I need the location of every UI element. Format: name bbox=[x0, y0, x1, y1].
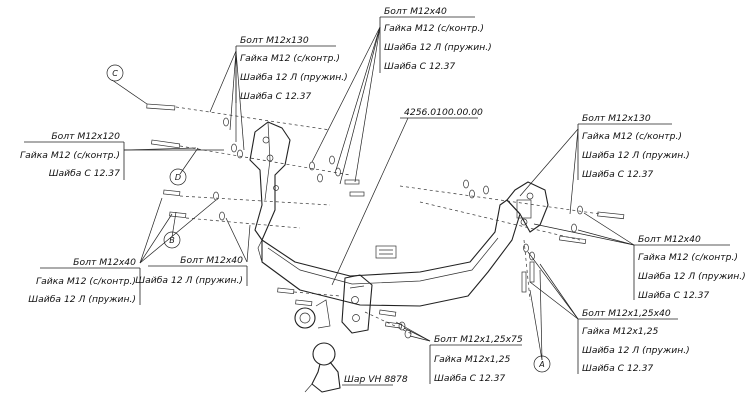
callout-line: Шайба С 12.37 bbox=[638, 290, 709, 301]
callout-line: Шайба 12 Л (пружин.) bbox=[582, 345, 690, 356]
callout-line: Гайка М12 (с/контр.) bbox=[582, 131, 682, 142]
callout-line: Болт М12х1,25х40 bbox=[582, 308, 671, 319]
callout-right-middle: Болт М12х40 Гайка М12 (с/контр.) Шайба 1… bbox=[633, 234, 746, 301]
svg-text:D: D bbox=[175, 173, 181, 182]
callout-line: Шайба 12 Л (пружин.) bbox=[240, 72, 348, 83]
callout-left-lower: Болт М12х40 Гайка М12 (с/контр.) Шайба 1… bbox=[28, 257, 141, 305]
assembly-axis-lines bbox=[175, 106, 601, 335]
callout-line: Шайба С 12.37 bbox=[582, 363, 653, 374]
callout-line: Шайба 12 Л (пружин.) bbox=[384, 42, 492, 53]
callout-line: Шайба С 12.37 bbox=[240, 91, 311, 102]
callout-line: Шайба С 12.37 bbox=[384, 61, 455, 72]
callout-line: Шайба 12 Л (пружин.) bbox=[135, 275, 243, 286]
bolts bbox=[146, 103, 625, 329]
marking-plate bbox=[375, 245, 397, 259]
callout-right-lower: Болт М12х1,25х40 Гайка М12х1,25 Шайба 12… bbox=[577, 308, 690, 374]
callout-line: Гайка М12 (с/контр.) bbox=[240, 53, 340, 64]
svg-text:C: C bbox=[112, 69, 118, 78]
callout-ball: Шар VH 8878 bbox=[342, 374, 408, 386]
callout-line: Болт М12х130 bbox=[582, 113, 651, 124]
callout-line: Болт М12х40 bbox=[73, 257, 136, 268]
detail-markers: C D B A bbox=[106, 64, 551, 373]
detail-marker-d: D bbox=[169, 168, 187, 186]
callout-line: Болт М12х40 bbox=[180, 255, 243, 266]
part-number: 4256.0100.00.00 bbox=[404, 107, 483, 118]
callout-line: Гайка М12 (с/контр.) bbox=[36, 276, 136, 287]
svg-text:B: B bbox=[169, 236, 175, 245]
callout-line: Гайка М12х1,25 bbox=[582, 326, 658, 337]
washers-and-nuts bbox=[213, 117, 583, 339]
tow-ball bbox=[304, 342, 341, 393]
callout-middle-left: Болт М12х40 Шайба 12 Л (пружин.) bbox=[135, 255, 248, 286]
detail-marker-b: B bbox=[163, 231, 181, 249]
callout-part-number: 4256.0100.00.00 bbox=[400, 107, 483, 119]
svg-text:A: A bbox=[538, 360, 544, 369]
callout-line: Шайба С 12.37 bbox=[582, 169, 653, 180]
detail-marker-a: A bbox=[533, 355, 551, 373]
ball-mount-plate bbox=[341, 274, 373, 334]
callout-line: Шайба С 12.37 bbox=[49, 168, 120, 179]
callout-line: Гайка М12 (с/контр.) bbox=[384, 23, 484, 34]
callout-line: Болт М12х40 bbox=[384, 6, 447, 17]
callout-line: Шайба С 12.37 bbox=[434, 373, 505, 384]
callout-left-upper: Болт М12х120 Гайка М12 (с/контр.) Шайба … bbox=[20, 131, 125, 180]
callout-right-upper: Болт М12х130 Гайка М12 (с/контр.) Шайба … bbox=[577, 113, 690, 180]
right-mounting-bracket bbox=[506, 181, 549, 233]
callout-bottom-center: Болт М12х1,25х75 Гайка М12х1,25 Шайба С … bbox=[429, 334, 523, 384]
tow-bar-crossbar bbox=[257, 199, 521, 307]
callout-top-center: Болт М12х40 Гайка М12 (с/контр.) Шайба 1… bbox=[379, 6, 492, 73]
callout-line: Гайка М12 (с/контр.) bbox=[20, 150, 120, 161]
callout-line: Болт М12х130 bbox=[240, 35, 309, 46]
callout-line: Болт М12х120 bbox=[51, 131, 120, 142]
electrical-socket bbox=[294, 299, 331, 329]
callout-line: Гайка М12х1,25 bbox=[434, 354, 510, 365]
callout-line: Болт М12х40 bbox=[638, 234, 701, 245]
callout-line: Шайба 12 Л (пружин.) bbox=[28, 294, 136, 305]
callout-line: Шайба 12 Л (пружин.) bbox=[638, 271, 746, 282]
leader-lines bbox=[111, 26, 635, 361]
callout-top-left: Болт М12х130 Гайка М12 (с/контр.) Шайба … bbox=[235, 35, 348, 103]
callout-line: Болт М12х1,25х75 bbox=[434, 334, 523, 345]
ball-label: Шар VH 8878 bbox=[344, 374, 408, 385]
callout-line: Гайка М12 (с/контр.) bbox=[638, 252, 738, 263]
detail-marker-c: C bbox=[106, 64, 124, 82]
left-mounting-bracket bbox=[249, 121, 291, 241]
callout-line: Шайба 12 Л (пружин.) bbox=[582, 150, 690, 161]
